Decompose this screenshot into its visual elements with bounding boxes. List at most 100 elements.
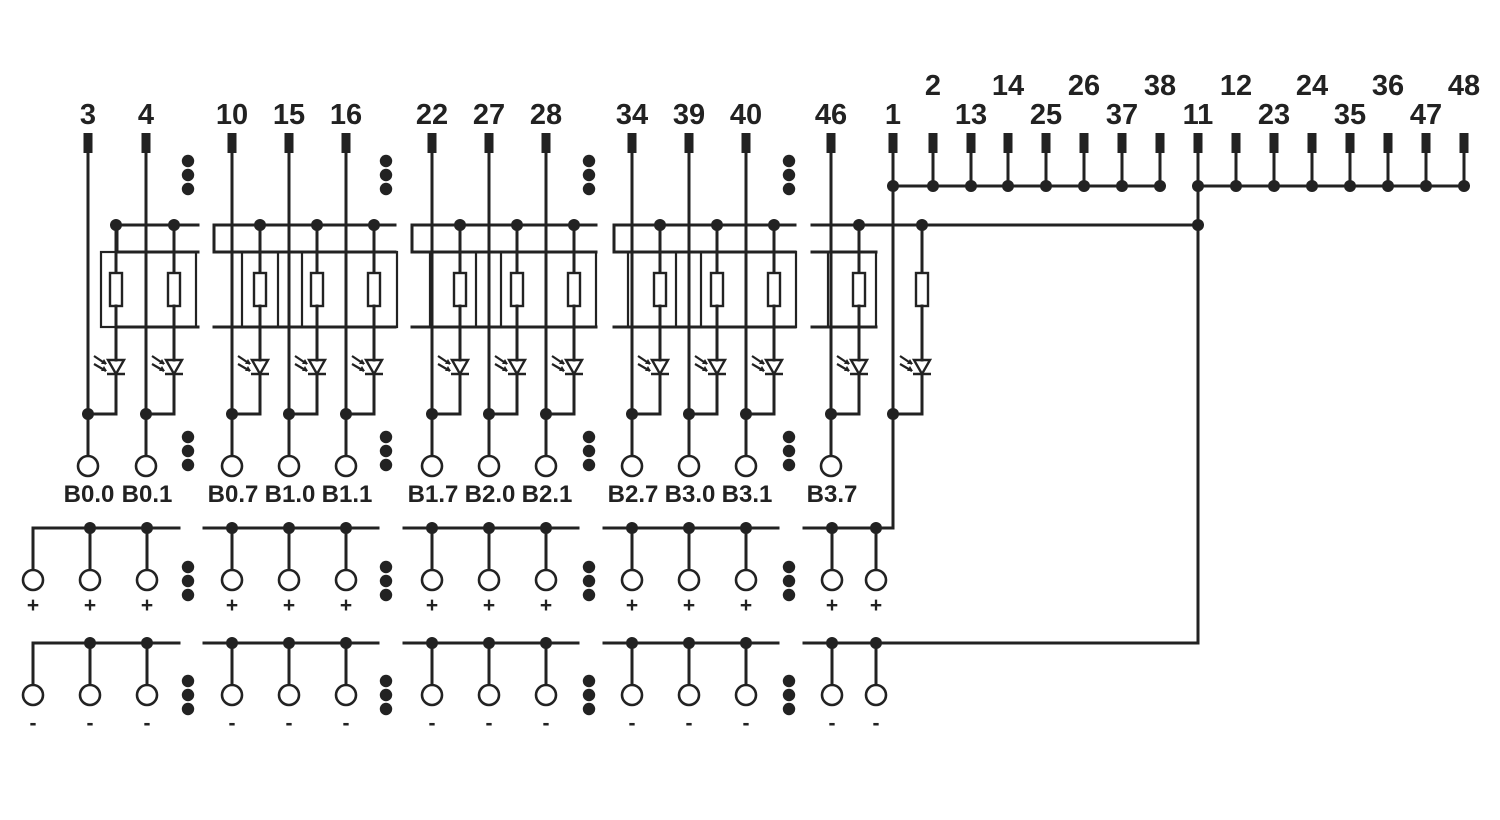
resistor-icon xyxy=(108,271,124,308)
arrow-head xyxy=(245,366,251,371)
pin-number: 12 xyxy=(1220,70,1252,102)
connector-pin-icon xyxy=(1421,133,1431,153)
led-icon xyxy=(694,355,728,377)
dot xyxy=(782,702,796,716)
arrow-head xyxy=(359,359,365,364)
pin-number: 25 xyxy=(1030,99,1062,131)
vertical-dots-icon xyxy=(379,430,393,472)
pin-number: 46 xyxy=(815,99,847,131)
arrow-head xyxy=(502,366,508,371)
resistor-icon xyxy=(652,271,668,308)
dot xyxy=(181,444,195,458)
arrow-head xyxy=(907,366,913,371)
vertical-dots-icon xyxy=(782,560,796,602)
minus-sign: - xyxy=(873,712,880,735)
arrow-head xyxy=(359,366,365,371)
pin-number: 1 xyxy=(885,99,901,131)
channel-label: B0.7 xyxy=(208,481,259,508)
dot xyxy=(181,182,195,196)
pin-number: 34 xyxy=(616,99,648,131)
diode-triangle xyxy=(706,358,728,377)
channel-label: B3.1 xyxy=(722,481,773,508)
led-icon xyxy=(551,355,585,377)
vertical-dots-icon xyxy=(582,430,596,472)
channel-label: B1.0 xyxy=(265,481,316,508)
connector-pin-icon xyxy=(427,133,437,153)
connector-pin-icon xyxy=(826,133,836,153)
terminal-icon xyxy=(277,683,301,707)
arrow-head xyxy=(759,359,765,364)
connector-pin-icon xyxy=(541,133,551,153)
dot xyxy=(379,430,393,444)
terminal-icon xyxy=(21,683,45,707)
pin-number: 38 xyxy=(1144,70,1176,102)
dot xyxy=(379,168,393,182)
diode-triangle xyxy=(449,358,471,377)
arrow-head xyxy=(159,366,165,371)
dot xyxy=(782,168,796,182)
plus-sign: + xyxy=(27,594,39,617)
terminal-icon xyxy=(620,568,644,592)
junction-dot xyxy=(740,522,752,534)
dot xyxy=(782,574,796,588)
plus-sign: + xyxy=(84,594,96,617)
terminal-icon xyxy=(420,683,444,707)
dot xyxy=(379,560,393,574)
dot xyxy=(582,674,596,688)
junction-dot xyxy=(340,637,352,649)
terminal-icon xyxy=(78,683,102,707)
minus-sign: - xyxy=(144,712,151,735)
connector-pin-icon xyxy=(1269,133,1279,153)
dot xyxy=(582,182,596,196)
arrow-head xyxy=(445,366,451,371)
terminal-icon xyxy=(277,568,301,592)
arrow-head xyxy=(559,359,565,364)
connector-pin-icon xyxy=(1003,133,1013,153)
terminal-icon xyxy=(277,454,301,478)
led-icon xyxy=(237,355,271,377)
dot xyxy=(782,182,796,196)
dot xyxy=(582,574,596,588)
vertical-dots-icon xyxy=(582,560,596,602)
arrow-head xyxy=(702,366,708,371)
arrow-head xyxy=(445,359,451,364)
terminal-icon xyxy=(334,568,358,592)
pin-number: 14 xyxy=(992,70,1024,102)
dot xyxy=(379,444,393,458)
arrow-head xyxy=(645,366,651,371)
junction-dot xyxy=(340,522,352,534)
led-icon xyxy=(836,355,870,377)
diode-triangle xyxy=(563,358,585,377)
connector-pin-icon xyxy=(284,133,294,153)
junction-dot xyxy=(540,637,552,649)
dot xyxy=(181,574,195,588)
channel-label: B1.7 xyxy=(408,481,459,508)
minus-sign: - xyxy=(429,712,436,735)
channel-label: B3.7 xyxy=(807,481,858,508)
diode-triangle xyxy=(105,358,127,377)
dot xyxy=(379,688,393,702)
dot xyxy=(181,674,195,688)
arrow-head xyxy=(101,366,107,371)
vertical-dots-icon xyxy=(379,154,393,196)
plus-sign: + xyxy=(483,594,495,617)
diode-triangle xyxy=(763,358,785,377)
terminal-icon xyxy=(864,683,888,707)
connector-pin-icon xyxy=(1117,133,1127,153)
arrow-head xyxy=(702,359,708,364)
dot xyxy=(181,560,195,574)
connector-pin-icon xyxy=(741,133,751,153)
arrow-head xyxy=(559,366,565,371)
dot xyxy=(582,688,596,702)
terminal-icon xyxy=(620,454,644,478)
terminal-icon xyxy=(734,454,758,478)
terminal-icon xyxy=(135,683,159,707)
terminal-icon xyxy=(477,568,501,592)
terminal-icon xyxy=(134,454,158,478)
channel-label: B2.7 xyxy=(608,481,659,508)
plus-sign: + xyxy=(340,594,352,617)
terminal-icon xyxy=(78,568,102,592)
minus-sign: - xyxy=(30,712,37,735)
terminal-icon xyxy=(677,568,701,592)
plus-sign: + xyxy=(141,594,153,617)
